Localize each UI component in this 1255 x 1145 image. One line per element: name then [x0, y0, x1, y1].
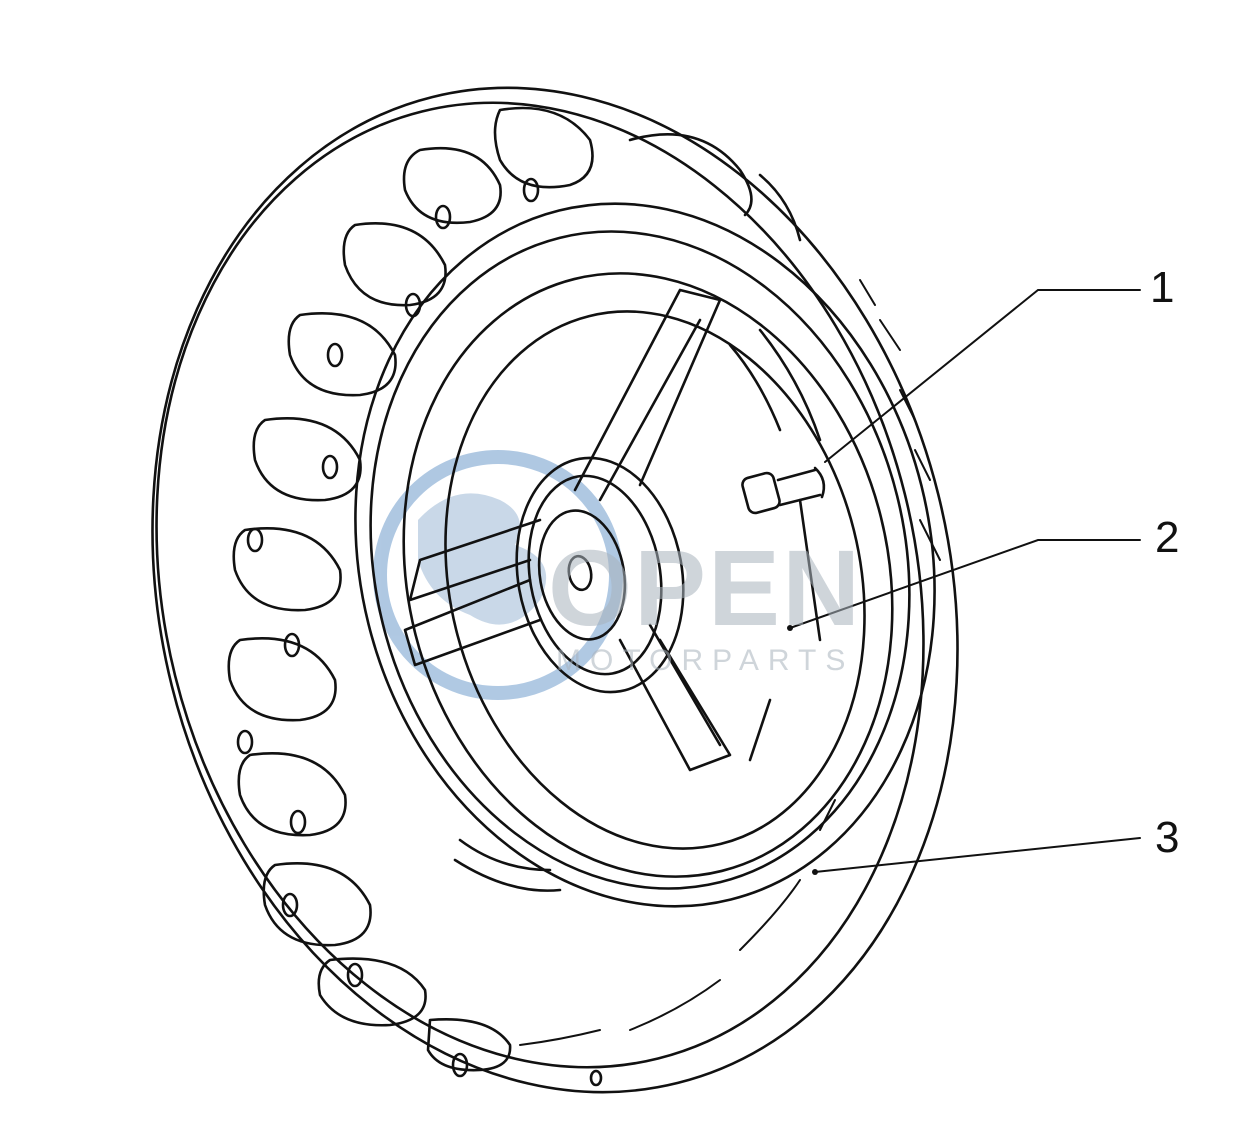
callout-3-dot — [812, 869, 818, 875]
callout-2-leader — [789, 539, 1141, 629]
spokes — [403, 288, 732, 772]
valve — [741, 466, 826, 515]
tire — [151, 86, 959, 1094]
hub — [515, 456, 685, 694]
callout-2-dot — [787, 625, 793, 631]
callout-leaders — [787, 289, 1141, 875]
callout-2-label: 2 — [1155, 513, 1180, 562]
callout-1-leader — [824, 289, 1141, 463]
callout-1-label: 1 — [1150, 263, 1175, 312]
callout-3-label: 3 — [1155, 813, 1180, 862]
tread-pattern — [227, 106, 941, 1087]
watermark-brand: OPEN — [548, 527, 863, 648]
watermark-subtitle: MOTORPARTS — [556, 644, 855, 677]
callout-3-leader — [814, 837, 1141, 873]
rim — [354, 202, 936, 908]
